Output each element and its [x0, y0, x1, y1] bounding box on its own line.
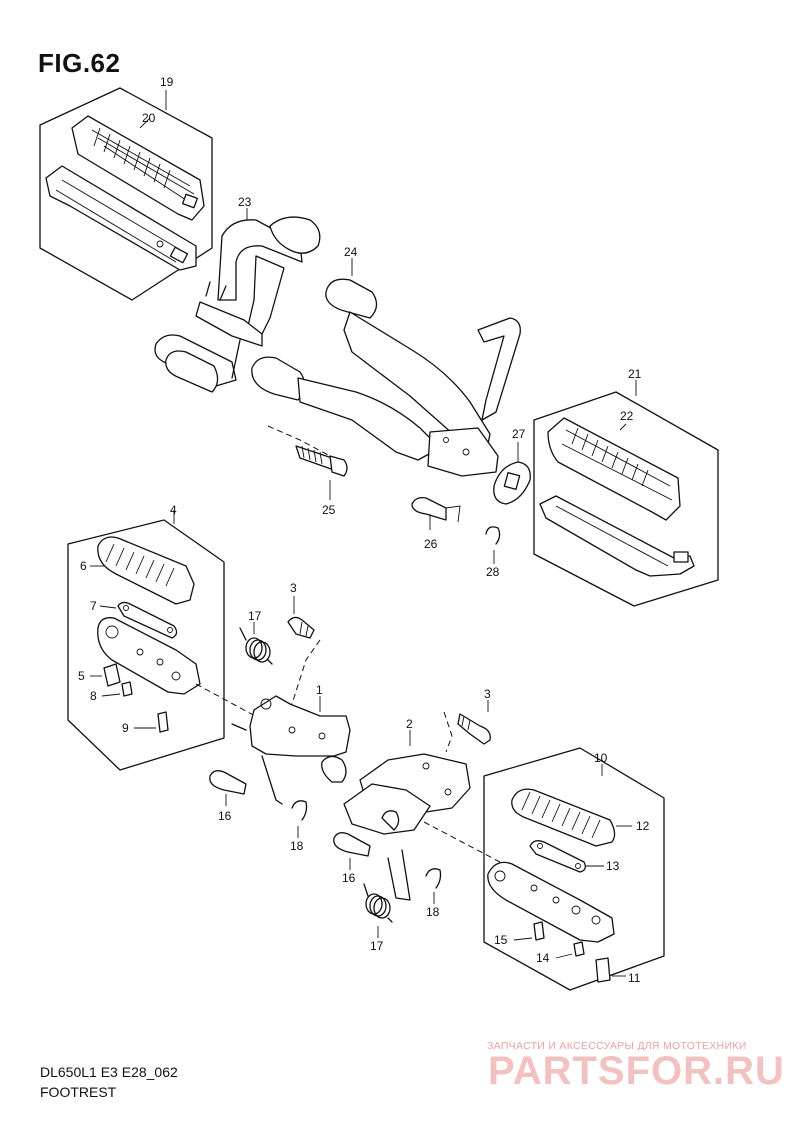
footrest-rubber-12: [511, 788, 632, 847]
figure-title: FIG.62: [38, 48, 121, 78]
callout-7: 7: [90, 599, 97, 613]
callout-26: 26: [424, 537, 438, 551]
bolt-5: [90, 663, 121, 687]
callout-27: 27: [512, 427, 526, 441]
callout-14: 14: [536, 951, 550, 965]
watermark-caption: ЗАПЧАСТИ И АКСЕССУАРЫ ДЛЯ МОТОТЕХНИКИ: [487, 1040, 747, 1052]
callout-5: 5: [78, 669, 85, 683]
plate-13: [529, 840, 604, 873]
bracket-23: [154, 208, 321, 393]
footrest-rubber-6: [90, 536, 195, 605]
callout-17-upper: 17: [248, 609, 262, 623]
footrest-rubber-22: [547, 417, 681, 521]
callout-4: 4: [170, 503, 177, 517]
callout-13: 13: [606, 859, 620, 873]
footrest-bracket-right: [487, 861, 615, 943]
callout-2: 2: [406, 717, 413, 731]
bracket-1: [231, 695, 351, 805]
washer-8: [101, 681, 133, 697]
callout-1: 1: [316, 683, 323, 697]
callout-16-lower: 16: [342, 871, 356, 885]
screw-3-right: [457, 700, 491, 745]
kit-box-19: [39, 87, 213, 301]
callout-17-lower: 17: [370, 939, 384, 953]
bolt-25: [295, 445, 348, 500]
section-name: FOOTREST: [40, 1084, 117, 1100]
callout-3-upper: 3: [290, 581, 297, 595]
callout-24: 24: [344, 245, 358, 259]
callout-3-right: 3: [484, 687, 491, 701]
callout-18-left: 18: [290, 839, 304, 853]
callout-18-lower: 18: [426, 905, 440, 919]
bracket-2: [343, 730, 471, 835]
callout-6: 6: [80, 559, 87, 573]
callout-21: 21: [628, 367, 642, 381]
callout-19: 19: [160, 75, 174, 89]
kit-box-21: [533, 380, 719, 607]
footrest-bracket-left: [97, 617, 201, 695]
footrest-rubber-20: [71, 115, 205, 221]
clip-18-left: [291, 800, 308, 838]
callout-23: 23: [238, 195, 252, 209]
callout-8: 8: [90, 689, 97, 703]
callout-15: 15: [494, 933, 508, 947]
callout-9: 9: [122, 721, 129, 735]
kit-box-4: [67, 510, 225, 771]
watermark-logo: PARTSFOR.RU: [488, 1049, 785, 1093]
callout-28: 28: [486, 565, 500, 579]
callout-25: 25: [322, 503, 336, 517]
clip-28: [485, 526, 501, 564]
screw-9: [134, 711, 169, 733]
plate-7: [99, 601, 178, 639]
pin-26: [411, 496, 447, 530]
callout-22: 22: [620, 409, 634, 423]
callout-16-left: 16: [218, 809, 232, 823]
callout-20: 20: [142, 111, 156, 125]
kit-box-10: [483, 747, 665, 991]
callout-11: 11: [628, 971, 641, 985]
screw-15: [513, 921, 545, 941]
callout-12: 12: [636, 819, 650, 833]
bracket-24: [251, 258, 521, 477]
spring-17-lower: [363, 883, 393, 938]
footrest-plate-21: [539, 495, 695, 577]
pin-16-left: [209, 770, 247, 806]
washer-27: [493, 442, 531, 505]
footrest-plate-19: [45, 165, 197, 271]
spring-17-upper: [239, 622, 273, 665]
screw-3-upper: [287, 596, 315, 639]
callout-labels: 19 20 23 24 21 22 27 25 26 28 4 6 7 5 8 …: [78, 75, 650, 985]
washer-14: [555, 941, 585, 959]
callout-10: 10: [594, 751, 608, 765]
clip-18-lower: [425, 868, 442, 904]
bolt-11: [595, 957, 626, 983]
model-code: DL650L1 E3 E28_062: [40, 1064, 178, 1080]
pin-16-lower: [333, 832, 371, 870]
